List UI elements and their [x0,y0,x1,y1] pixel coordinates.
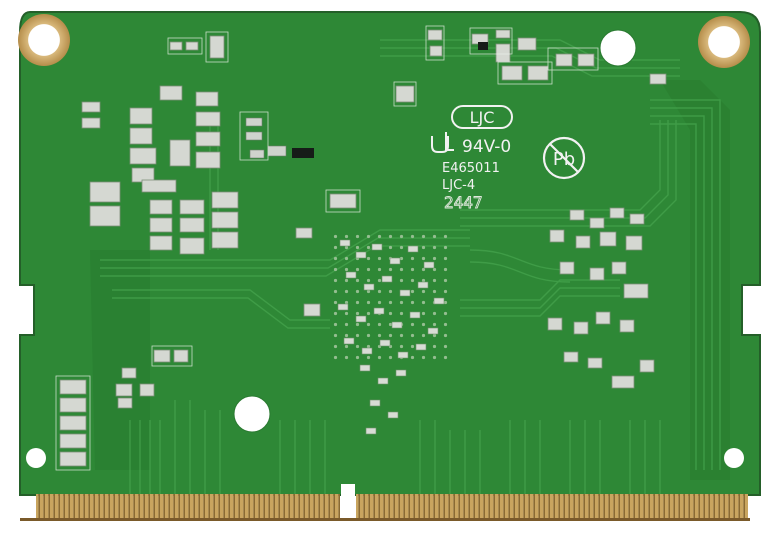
sot-component-black [292,148,314,158]
passive-cluster-upper-left [81,35,239,255]
maker-revision: LJC-4 [442,178,475,193]
passive-cluster-right [547,207,655,389]
maker-code: LJC [470,108,495,127]
fiducial-right [724,448,744,468]
sot-component-black-top [478,42,488,50]
maker-code-box [451,105,513,129]
passive-cluster-lower-left [59,193,357,467]
small-ic-left [245,117,287,159]
hole-lower-left [233,395,271,433]
trace-bundle-left [90,250,150,470]
mounting-hole-top-right [698,16,750,68]
gold-fingers-left [36,494,340,520]
ul-file-number: E465011 [442,161,500,176]
lead-free-icon: Pb [542,136,586,180]
bga-pads [337,239,445,435]
lead-free-text: Pb [553,149,575,170]
gold-fingers-right [356,494,748,520]
mounting-hole-top-left [18,14,70,66]
hole-upper-right [599,29,637,67]
board-bottom-edge [20,518,750,521]
edge-connector-traces [129,400,661,495]
passive-cluster-top-right [395,29,667,103]
connector-key-notch [341,484,355,524]
ul-recognition-mark [431,132,454,153]
fiducial-left [26,448,46,468]
flame-rating: 94V-0 [462,137,511,157]
silkscreen-markings: LJC 94V-0 E465011 LJC-4 2447 Pb [431,105,586,212]
component-outlines [55,25,599,471]
date-code: 2447 [444,193,483,212]
